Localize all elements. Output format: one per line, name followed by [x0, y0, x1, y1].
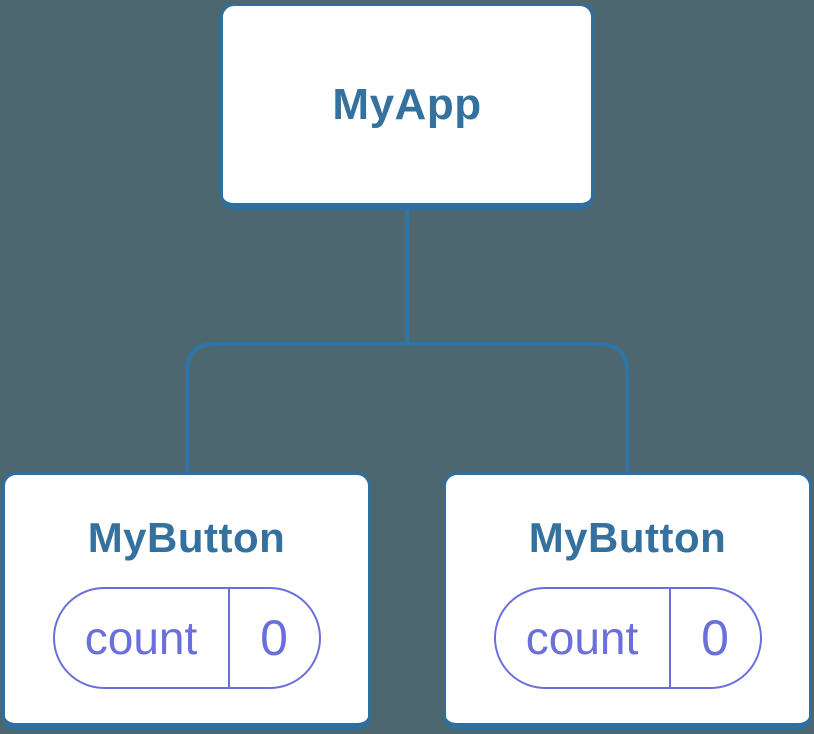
- state-pill: count 0: [493, 587, 762, 689]
- component-name: MyApp: [332, 79, 482, 129]
- state-value: 0: [260, 610, 288, 666]
- component-name: MyButton: [87, 514, 286, 561]
- state-key-label: count: [496, 589, 671, 687]
- state-pill: count 0: [52, 587, 321, 689]
- component-node-myapp: MyApp: [220, 3, 594, 210]
- state-value: 0: [701, 610, 729, 666]
- component-name: MyButton: [528, 514, 727, 561]
- connector-bracket-line: [185, 342, 629, 476]
- component-node-mybutton-right: MyButton count 0: [443, 472, 812, 730]
- component-node-mybutton-left: MyButton count 0: [2, 472, 371, 730]
- state-key-label: count: [55, 589, 230, 687]
